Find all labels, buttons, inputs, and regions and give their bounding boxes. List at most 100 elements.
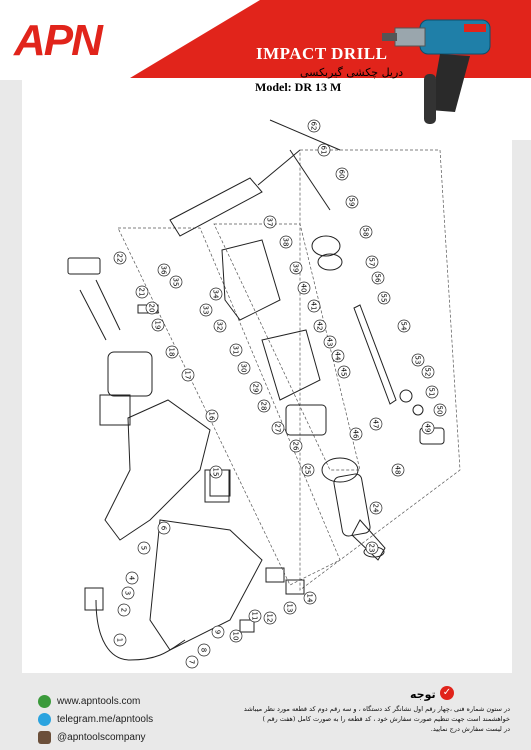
part-callout-17	[181, 368, 195, 382]
part-number-61: 61	[320, 146, 328, 155]
part-number-11: 11	[251, 612, 259, 621]
telegram-icon	[38, 713, 51, 726]
part-number-20: 20	[148, 304, 156, 313]
part-number-33: 33	[202, 306, 210, 315]
part-number-24: 24	[372, 504, 380, 513]
part-number-6: 6	[160, 526, 168, 531]
part-callout-28	[257, 399, 271, 413]
part-number-60: 60	[338, 170, 346, 179]
part-number-1: 1	[116, 638, 124, 642]
part-callout-41	[307, 299, 321, 313]
part-number-23: 23	[368, 544, 376, 553]
part-number-54: 54	[400, 322, 408, 331]
product-title: IMPACT DRILL	[256, 44, 388, 63]
part-number-49: 49	[424, 424, 432, 433]
part-callout-31	[229, 343, 243, 357]
part-callout-60	[335, 167, 349, 181]
part-number-10: 10	[232, 632, 240, 641]
part-number-51: 51	[428, 388, 436, 397]
diagram-area	[22, 98, 512, 673]
part-callout-13	[283, 601, 297, 615]
part-callout-47	[369, 417, 383, 431]
part-number-12: 12	[266, 614, 274, 623]
part-number-62: 62	[310, 122, 318, 131]
part-callout-16	[205, 409, 219, 423]
part-callout-19	[151, 318, 165, 332]
part-callout-33	[199, 303, 213, 317]
part-number-22: 22	[116, 254, 124, 263]
part-callout-51	[425, 385, 439, 399]
part-callout-49	[421, 421, 435, 435]
part-callout-32	[213, 319, 227, 333]
model-number: Model: DR 13 M	[255, 80, 342, 94]
part-callout-35	[169, 275, 183, 289]
part-callout-24	[369, 501, 383, 515]
part-callout-50	[433, 403, 447, 417]
motor-housing	[99, 351, 263, 651]
part-number-37: 37	[266, 218, 274, 227]
part-number-43: 43	[326, 338, 334, 347]
part-callout-53	[411, 353, 425, 367]
part-number-57: 57	[368, 258, 376, 267]
checkmark-icon: ✓	[440, 686, 454, 700]
left-grey-margin	[0, 80, 22, 690]
part-number-15: 15	[212, 468, 220, 477]
side-handle	[169, 119, 341, 237]
telegram-link[interactable]: telegram.me/apntools	[38, 713, 153, 726]
part-callout-34	[209, 287, 223, 301]
part-callout-55	[377, 291, 391, 305]
gear-housing	[221, 235, 359, 483]
part-callout-10	[229, 629, 243, 643]
part-callout-36	[157, 263, 171, 277]
part-number-41: 41	[310, 302, 318, 311]
part-number-34: 34	[212, 290, 220, 299]
part-number-56: 56	[374, 274, 382, 283]
part-callout-58	[359, 225, 373, 239]
part-callout-6	[157, 521, 171, 535]
part-callout-42	[313, 319, 327, 333]
part-callout-9	[211, 625, 225, 639]
part-number-45: 45	[340, 368, 348, 377]
part-number-53: 53	[414, 356, 422, 365]
part-number-7: 7	[188, 660, 196, 664]
part-number-38: 38	[282, 238, 290, 247]
part-callout-37	[263, 215, 277, 229]
part-number-55: 55	[380, 294, 388, 303]
part-number-32: 32	[216, 322, 224, 331]
part-callout-2	[117, 603, 131, 617]
part-number-42: 42	[316, 322, 324, 331]
part-number-50: 50	[436, 406, 444, 415]
part-number-40: 40	[300, 284, 308, 293]
part-number-19: 19	[154, 321, 162, 330]
part-callout-1	[113, 633, 127, 647]
part-callout-40	[297, 281, 311, 295]
part-number-59: 59	[348, 198, 356, 207]
part-callout-30	[237, 361, 251, 375]
part-number-29: 29	[252, 384, 260, 393]
part-callout-54	[397, 319, 411, 333]
website-link[interactable]: www.apntools.com	[38, 695, 140, 708]
part-number-21: 21	[138, 288, 146, 297]
small-components	[67, 257, 305, 633]
part-callout-46	[349, 427, 363, 441]
part-callout-62	[307, 119, 321, 133]
part-number-2: 2	[120, 608, 128, 612]
part-callout-29	[249, 381, 263, 395]
part-number-31: 31	[232, 346, 240, 355]
part-callout-52	[421, 365, 435, 379]
part-number-18: 18	[168, 348, 176, 357]
part-callout-43	[323, 335, 337, 349]
note-title: توجه	[410, 688, 436, 701]
part-number-35: 35	[172, 278, 180, 287]
drill-photo	[382, 19, 491, 124]
part-number-5: 5	[140, 546, 148, 550]
part-callout-15	[209, 465, 223, 479]
instagram-link[interactable]: @apntoolscompany	[38, 731, 146, 744]
part-number-28: 28	[260, 402, 268, 411]
part-callout-59	[345, 195, 359, 209]
part-number-27: 27	[274, 424, 282, 433]
part-callout-48	[391, 463, 405, 477]
part-number-8: 8	[200, 648, 208, 652]
